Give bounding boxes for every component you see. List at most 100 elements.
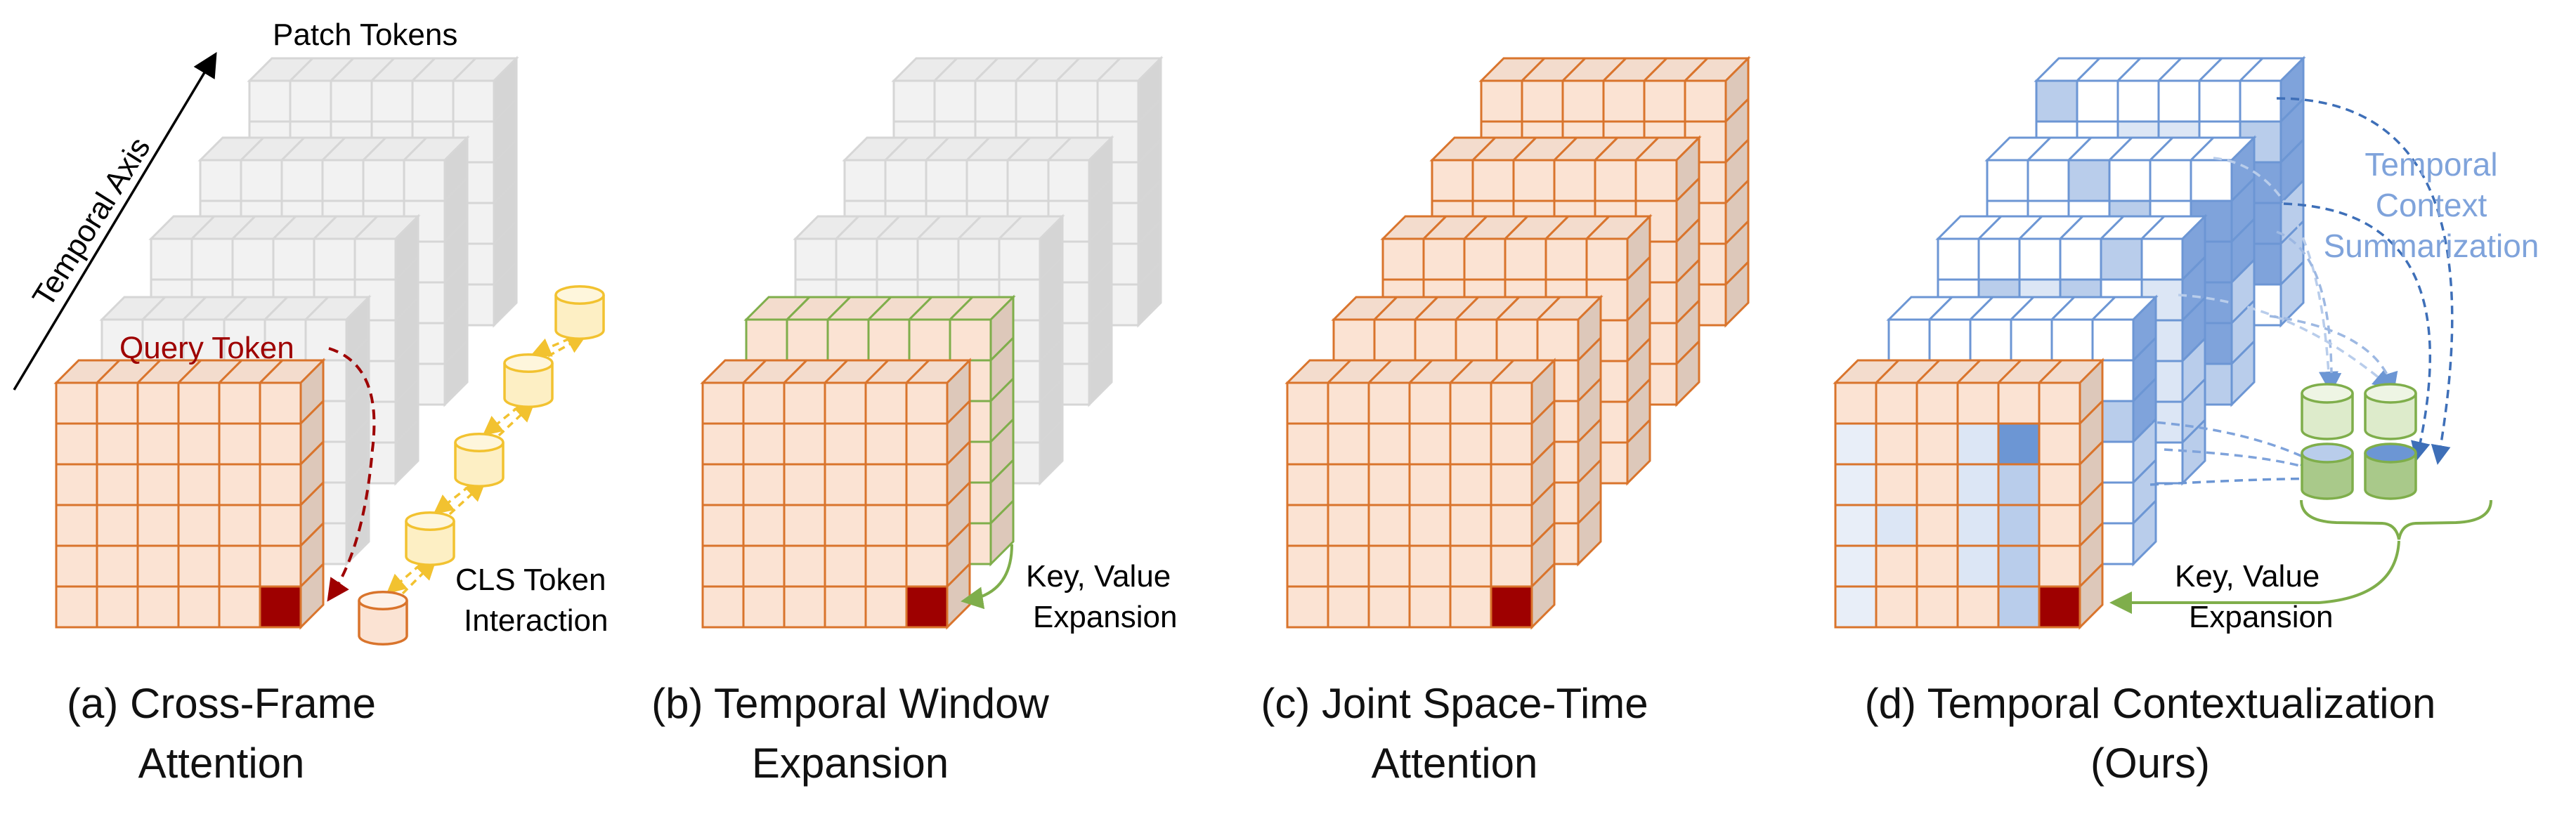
- patch-token: [701, 463, 745, 506]
- patch-token: [362, 159, 405, 202]
- cls-token: [503, 353, 554, 408]
- patch-token: [824, 585, 867, 629]
- patch-token: [1834, 463, 1878, 506]
- caption-d-line2: (Ours): [2090, 740, 2210, 787]
- cls-interaction-arrow: [482, 405, 520, 436]
- patch-token: [1463, 237, 1507, 281]
- caption-d-line1: (d) Temporal Contextualization: [1865, 680, 2436, 727]
- patch-token: [136, 504, 180, 547]
- cylinder-body: [405, 521, 455, 566]
- patch-token: [2038, 463, 2081, 506]
- patch-token: [1915, 504, 1959, 547]
- patch-token: [96, 381, 139, 425]
- patch-token: [55, 381, 98, 425]
- patch-token: [1536, 318, 1580, 362]
- patch-token: [2038, 504, 2081, 547]
- cylinder-top: [503, 353, 554, 373]
- patch-token: [1997, 585, 2041, 629]
- patch-token: [1327, 544, 1370, 588]
- panel-joint-space-time-attention: (c) Joint Space-Time Attention: [1261, 55, 1751, 787]
- patch-token: [411, 79, 455, 123]
- patch-token: [330, 79, 373, 123]
- patch-token: [826, 318, 870, 362]
- patch-token: [1480, 79, 1523, 123]
- patch-token-grids: [700, 55, 1164, 630]
- summary-tokens: [2301, 383, 2417, 500]
- patch-token: [1834, 422, 1878, 466]
- patch-token: [1408, 463, 1452, 506]
- patch-token: [1055, 79, 1099, 123]
- patch-token: [272, 237, 316, 281]
- patch-token: [1997, 463, 2041, 506]
- patch-token: [1286, 463, 1329, 506]
- patch-token: [55, 585, 98, 629]
- kv-label-line2: Expansion: [1033, 600, 1177, 634]
- patch-token: [1327, 585, 1370, 629]
- patch-token: [1367, 504, 1411, 547]
- patch-token: [182, 318, 226, 362]
- cls-token-chain: [358, 285, 605, 646]
- kv-expansion-arrow: [2109, 540, 2400, 614]
- patch-token: [96, 422, 139, 466]
- patch-token: [96, 585, 139, 629]
- patch-token: [2140, 237, 2184, 281]
- patch-token: [2067, 159, 2111, 202]
- patch-token: [1015, 79, 1058, 123]
- summary-token: [2364, 443, 2417, 500]
- patch-token: [150, 237, 193, 281]
- patch-token: [452, 79, 495, 123]
- patch-token: [1422, 237, 1466, 281]
- summarization-arrow: [2283, 202, 2431, 461]
- patch-token: [403, 159, 446, 202]
- patch-token: [1449, 585, 1492, 629]
- patch-token-grids: [53, 55, 519, 630]
- patch-token: [370, 79, 414, 123]
- patch-token: [783, 544, 826, 588]
- patch-token: [742, 381, 786, 425]
- patch-token: [55, 422, 98, 466]
- cls-token: [405, 511, 455, 566]
- patch-token: [1875, 504, 1918, 547]
- summary-label-line3: Summarization: [2324, 228, 2539, 264]
- patch-token: [1286, 381, 1329, 425]
- patch-token: [289, 79, 332, 123]
- caption-c-line2: Attention: [1372, 740, 1538, 787]
- patch-token: [1561, 79, 1605, 123]
- patch-token: [824, 381, 867, 425]
- patch-token: [916, 237, 960, 281]
- patch-token: [1977, 237, 2021, 281]
- patch-token: [1997, 544, 2041, 588]
- patch-token: [2100, 237, 2143, 281]
- patch-token: [177, 381, 221, 425]
- kv-label-line2: Expansion: [2189, 600, 2333, 634]
- patch-token: [1408, 381, 1452, 425]
- kv-expansion-arrow: [961, 544, 1013, 610]
- patch-token: [141, 318, 185, 362]
- patch-token: [2157, 79, 2201, 123]
- patch-token: [96, 544, 139, 588]
- patch-token: [1928, 318, 1972, 362]
- patch-token: [1327, 422, 1370, 466]
- patch-token: [1332, 318, 1376, 362]
- caption-a-line1: (a) Cross-Frame: [67, 680, 376, 727]
- patch-token: [1449, 544, 1492, 588]
- patch-token: [701, 544, 745, 588]
- patch-token: [835, 237, 878, 281]
- caption-b-line2: Expansion: [752, 740, 949, 787]
- patch-token: [2038, 422, 2081, 466]
- patch-token: [1414, 318, 1457, 362]
- summarization-arrow: [2142, 420, 2322, 466]
- caption-c-line1: (c) Joint Space-Time: [1261, 680, 1648, 727]
- cylinder-top: [454, 433, 505, 452]
- patch-token: [876, 237, 919, 281]
- patch-token: [1367, 381, 1411, 425]
- patch-token: [1834, 585, 1878, 629]
- patch-token: [1915, 381, 1959, 425]
- patch-token: [1495, 318, 1539, 362]
- patch-token: [1504, 237, 1547, 281]
- patch-token: [177, 422, 221, 466]
- panel-temporal-window-expansion: Key, Value Expansion (b) Temporal Window…: [651, 55, 1177, 787]
- cylinder-body: [503, 363, 554, 408]
- patch-token: [864, 544, 908, 588]
- patch-token: [1956, 463, 2000, 506]
